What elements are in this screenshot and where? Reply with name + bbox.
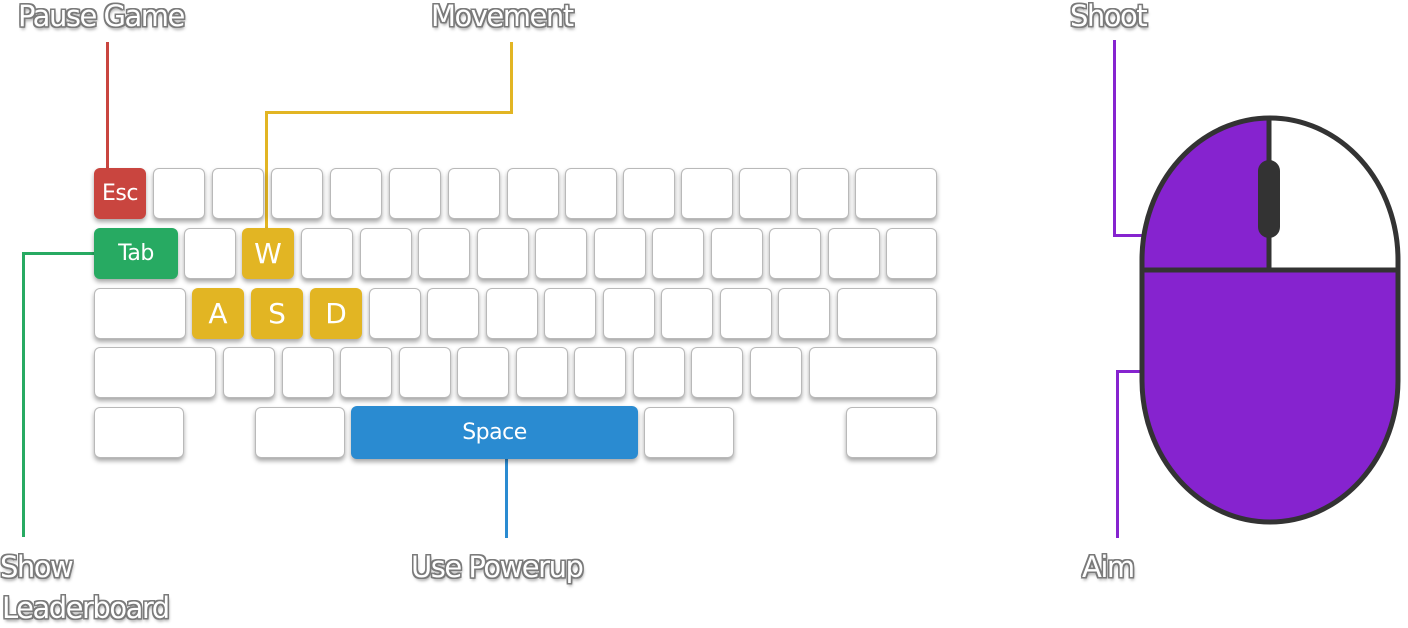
keyboard-key xyxy=(153,168,205,219)
shoot-label: Shoot xyxy=(1070,0,1148,33)
keyboard-key xyxy=(681,168,733,219)
keyboard-key xyxy=(603,288,655,339)
keyboard-key xyxy=(94,288,186,339)
leaderboard-leader-line-v xyxy=(22,252,25,537)
w-key: W xyxy=(242,228,294,279)
keyboard-key xyxy=(828,228,880,279)
keyboard-key xyxy=(399,347,451,398)
keyboard-key xyxy=(340,347,392,398)
mouse-right-button xyxy=(1269,118,1398,271)
keyboard-key xyxy=(594,228,646,279)
powerup-leader-line xyxy=(505,458,508,538)
shoot-leader-line-h xyxy=(1113,234,1147,237)
mouse-outline xyxy=(1139,115,1401,525)
keyboard-key xyxy=(809,347,937,398)
keyboard-key xyxy=(535,228,587,279)
keyboard-key xyxy=(94,347,216,398)
pause-leader-line xyxy=(106,42,109,168)
mouse-icon xyxy=(1139,115,1401,525)
keyboard-key xyxy=(516,347,568,398)
keyboard-key xyxy=(255,407,345,458)
keyboard-key xyxy=(778,288,830,339)
movement-leader-line-v1 xyxy=(510,42,513,114)
keyboard-key xyxy=(633,347,685,398)
keyboard-key xyxy=(94,407,184,458)
keyboard-key xyxy=(418,228,470,279)
esc-key: Esc xyxy=(94,168,146,219)
keyboard-key xyxy=(282,347,334,398)
mouse-scroll-wheel xyxy=(1258,160,1280,238)
keyboard-key xyxy=(544,288,596,339)
keyboard-key xyxy=(301,228,353,279)
leaderboard-label: Leaderboard xyxy=(2,591,170,625)
keyboard-key xyxy=(797,168,849,219)
keyboard-key xyxy=(886,228,937,279)
keyboard-key xyxy=(223,347,275,398)
keyboard-key xyxy=(457,347,509,398)
shoot-leader-line-v xyxy=(1113,40,1116,237)
keyboard-key xyxy=(477,228,529,279)
keyboard-key xyxy=(769,228,821,279)
keyboard-key xyxy=(389,168,441,219)
keyboard-key xyxy=(330,168,382,219)
keyboard-key xyxy=(360,228,412,279)
keyboard-key xyxy=(720,288,772,339)
movement-label: Movement xyxy=(431,0,574,33)
keyboard-key xyxy=(427,288,479,339)
keyboard-key xyxy=(271,168,323,219)
keyboard-key xyxy=(369,288,421,339)
tab-key: Tab xyxy=(94,228,178,279)
keyboard-key xyxy=(623,168,675,219)
space-key: Space xyxy=(351,406,638,459)
s-key: S xyxy=(251,288,303,339)
aim-leader-line-v xyxy=(1116,370,1119,538)
pause-game-label: Pause Game xyxy=(18,0,185,33)
keyboard-key xyxy=(711,228,763,279)
keyboard-key xyxy=(661,288,713,339)
keyboard-key xyxy=(184,228,236,279)
keyboard-key xyxy=(750,347,802,398)
d-key: D xyxy=(310,288,362,339)
keyboard-key xyxy=(507,168,559,219)
movement-leader-line-v2 xyxy=(265,111,268,228)
aim-label: Aim xyxy=(1082,550,1135,584)
keyboard-key xyxy=(486,288,538,339)
keyboard-key xyxy=(212,168,264,219)
keyboard-key xyxy=(837,288,937,339)
aim-leader-line-h xyxy=(1116,370,1144,373)
keyboard-key xyxy=(652,228,704,279)
movement-leader-line-h xyxy=(265,111,513,114)
keyboard-key xyxy=(739,168,791,219)
keyboard-key xyxy=(855,168,937,219)
keyboard-key xyxy=(846,407,937,458)
a-key: A xyxy=(192,288,244,339)
use-powerup-label: Use Powerup xyxy=(411,550,584,584)
keyboard-key xyxy=(691,347,743,398)
keyboard-key xyxy=(448,168,500,219)
show-label: Show xyxy=(0,550,74,584)
keyboard-key xyxy=(644,407,734,458)
keyboard-key xyxy=(565,168,617,219)
keyboard-key xyxy=(574,347,626,398)
leaderboard-leader-line-h xyxy=(22,252,94,255)
